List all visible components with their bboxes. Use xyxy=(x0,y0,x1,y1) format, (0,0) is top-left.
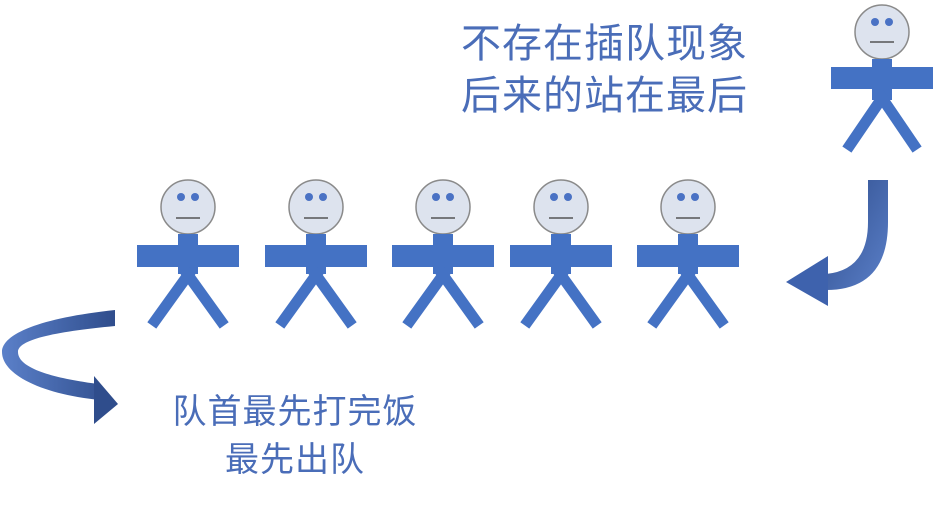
front-caption: 队首最先打完饭 最先出队 xyxy=(150,388,440,484)
front-caption-line2: 最先出队 xyxy=(225,440,365,480)
queue-person xyxy=(510,179,612,329)
queue-person xyxy=(392,179,494,329)
newcomer-caption: 不存在插队现象 后来的站在最后 xyxy=(461,18,748,122)
stick-person-icon xyxy=(137,179,239,329)
front-caption-line1: 队首最先打完饭 xyxy=(172,392,418,432)
newcomer-caption-line2: 后来的站在最后 xyxy=(461,73,748,119)
stick-person-icon xyxy=(831,4,933,153)
stick-person-icon xyxy=(637,179,739,329)
stick-person-icon xyxy=(510,179,612,329)
queue-person xyxy=(265,179,367,329)
hook-arrow-left-icon xyxy=(786,180,888,306)
queue-person xyxy=(137,179,239,329)
stick-person-icon xyxy=(392,179,494,329)
newcomer-person xyxy=(831,4,933,153)
stick-person-icon xyxy=(265,179,367,329)
newcomer-caption-line1: 不存在插队现象 xyxy=(461,21,748,67)
curved-arrow-right-icon xyxy=(2,310,118,424)
queue-people xyxy=(137,179,739,329)
queue-person xyxy=(637,179,739,329)
